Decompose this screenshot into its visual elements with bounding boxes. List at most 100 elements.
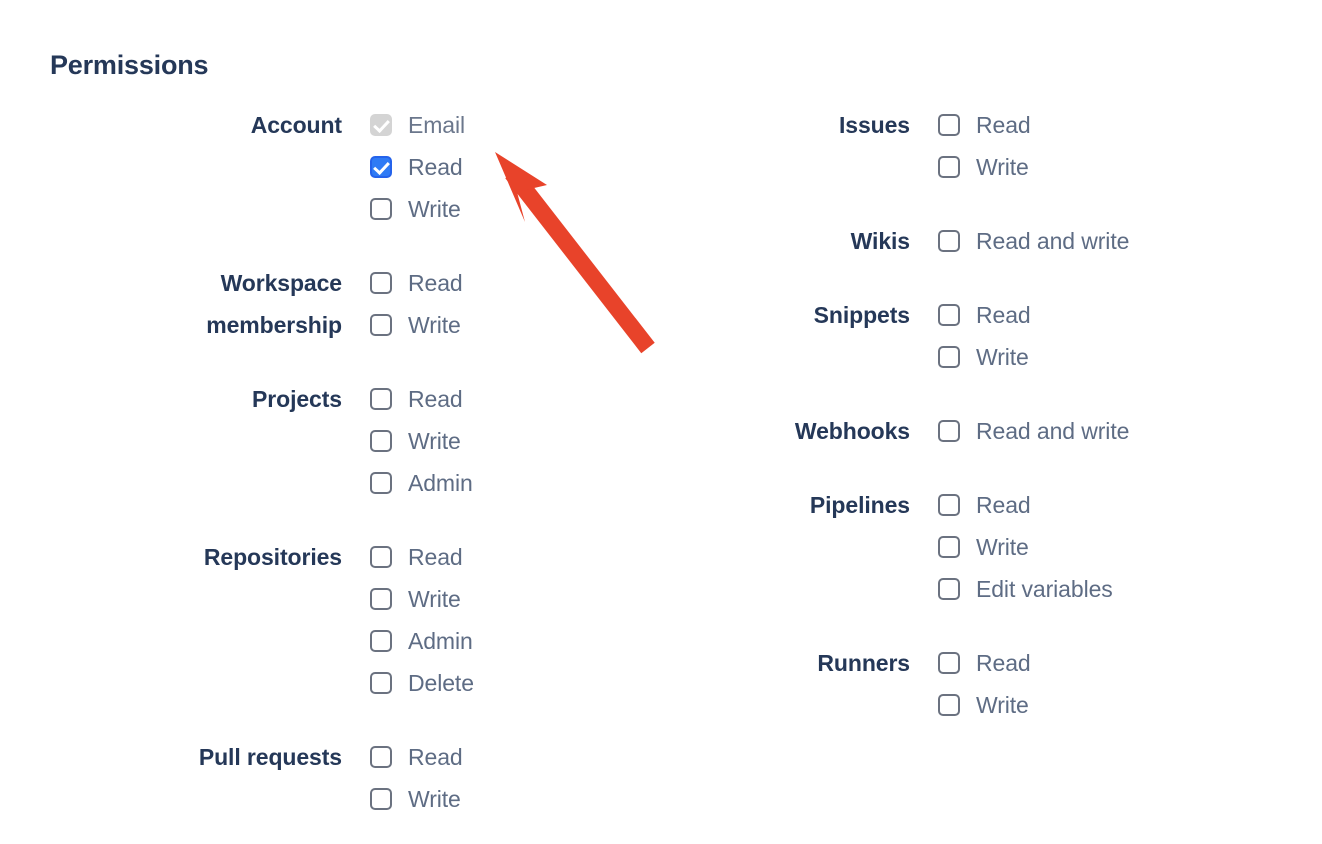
permission-option-row[interactable]: Read	[938, 104, 1200, 146]
permission-option-label: Delete	[408, 670, 474, 696]
permission-option-list: Read and write	[938, 220, 1200, 262]
checkbox-unchecked-icon[interactable]	[938, 346, 960, 368]
permission-group: Wikis Read and write	[700, 220, 1200, 262]
permission-option-row[interactable]: Write	[370, 778, 500, 820]
permission-option-row[interactable]: Read	[938, 294, 1200, 336]
permission-option-label: Write	[408, 428, 461, 454]
checkbox-checked-icon[interactable]	[370, 156, 392, 178]
permission-option-label: Email	[408, 112, 466, 138]
checkbox-unchecked-icon[interactable]	[370, 672, 392, 694]
checkbox-unchecked-icon[interactable]	[370, 430, 392, 452]
permission-option-label: Read	[976, 650, 1031, 676]
permission-group-label: Account	[250, 112, 342, 138]
permission-option-label: Admin	[408, 628, 473, 654]
permission-option-row[interactable]: Edit variables	[938, 568, 1200, 610]
checkbox-unchecked-icon[interactable]	[938, 578, 960, 600]
permission-group-label: Workspace membership	[206, 270, 342, 338]
permission-option-label: Read	[976, 302, 1031, 328]
permission-option-row[interactable]: Email	[370, 104, 500, 146]
permission-option-row[interactable]: Delete	[370, 662, 500, 704]
permission-option-label: Write	[976, 534, 1029, 560]
permission-option-row[interactable]: Read and write	[938, 220, 1200, 262]
checkbox-unchecked-icon[interactable]	[938, 230, 960, 252]
permission-option-label: Read	[976, 112, 1031, 138]
permission-option-row[interactable]: Write	[938, 336, 1200, 378]
permission-option-label: Read	[408, 154, 463, 180]
checkbox-unchecked-icon[interactable]	[938, 694, 960, 716]
permission-option-label: Write	[408, 786, 461, 812]
checkbox-unchecked-icon[interactable]	[370, 388, 392, 410]
permission-option-row[interactable]: Read	[370, 262, 500, 304]
permission-group-label: Pipelines	[809, 492, 910, 518]
permission-option-row[interactable]: Write	[370, 578, 500, 620]
permission-group-label: Webhooks	[794, 418, 910, 444]
checkbox-unchecked-icon[interactable]	[370, 746, 392, 768]
permission-option-row[interactable]: Read and write	[938, 410, 1200, 452]
permission-option-row[interactable]: Write	[938, 526, 1200, 568]
checkbox-unchecked-icon[interactable]	[370, 314, 392, 336]
permission-option-row[interactable]: Write	[370, 304, 500, 346]
permission-option-row[interactable]: Read	[370, 378, 500, 420]
checkbox-unchecked-icon[interactable]	[938, 536, 960, 558]
permission-option-row[interactable]: Read	[370, 146, 500, 188]
permission-option-label: Read	[408, 270, 463, 296]
checkbox-unchecked-icon[interactable]	[370, 472, 392, 494]
checkbox-unchecked-icon[interactable]	[370, 630, 392, 652]
checkbox-disabled-checked-icon	[370, 114, 392, 136]
permission-option-label: Read	[976, 492, 1031, 518]
permission-option-label: Read	[408, 744, 463, 770]
checkbox-unchecked-icon[interactable]	[938, 494, 960, 516]
checkbox-unchecked-icon[interactable]	[938, 652, 960, 674]
permission-option-label: Write	[408, 586, 461, 612]
permission-option-row[interactable]: Read	[370, 736, 500, 778]
permission-group-label: Wikis	[850, 228, 910, 254]
permission-option-row[interactable]: Write	[938, 684, 1200, 726]
permission-group-label: Repositories	[203, 544, 342, 570]
permission-option-row[interactable]: Read	[938, 642, 1200, 684]
checkbox-unchecked-icon[interactable]	[370, 198, 392, 220]
permission-option-label: Read and write	[976, 418, 1130, 444]
permission-group-label: Pull requests	[198, 744, 342, 770]
permission-option-row[interactable]: Read	[938, 484, 1200, 526]
permission-option-row[interactable]: Write	[370, 188, 500, 230]
checkbox-unchecked-icon[interactable]	[370, 546, 392, 568]
permission-option-row[interactable]: Admin	[370, 620, 500, 662]
pointer-arrow-icon	[495, 152, 655, 354]
checkbox-unchecked-icon[interactable]	[938, 420, 960, 442]
checkbox-unchecked-icon[interactable]	[938, 114, 960, 136]
checkbox-unchecked-icon[interactable]	[370, 788, 392, 810]
permission-option-list: Read and write	[938, 410, 1200, 452]
permission-group: Webhooks Read and write	[700, 410, 1200, 452]
checkbox-unchecked-icon[interactable]	[370, 272, 392, 294]
permission-option-label: Write	[408, 196, 461, 222]
permission-option-row[interactable]: Write	[938, 146, 1200, 188]
permission-option-row[interactable]: Write	[370, 420, 500, 462]
checkbox-unchecked-icon[interactable]	[938, 156, 960, 178]
permission-option-label: Write	[408, 312, 461, 338]
checkbox-unchecked-icon[interactable]	[370, 588, 392, 610]
permission-option-label: Read	[408, 544, 463, 570]
permission-option-row[interactable]: Admin	[370, 462, 500, 504]
permission-group-label: Snippets	[813, 302, 910, 328]
permission-option-label: Write	[976, 344, 1029, 370]
permission-option-row[interactable]: Read	[370, 536, 500, 578]
checkbox-unchecked-icon[interactable]	[938, 304, 960, 326]
